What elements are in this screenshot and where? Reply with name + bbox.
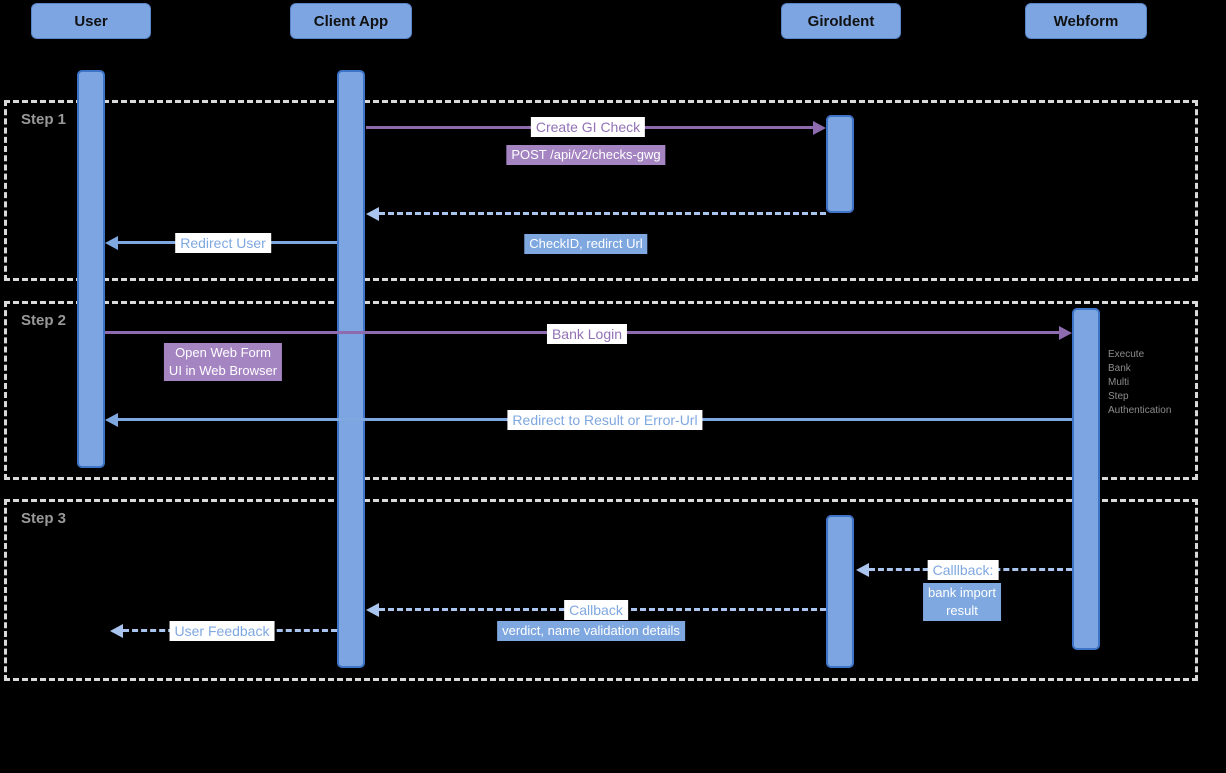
create-gi-check-label: Create GI Check (530, 117, 646, 137)
redirect-result-label: Redirect to Result or Error-Url (507, 410, 703, 430)
webform-callback-detail: bank import result (923, 583, 1001, 621)
actor-giroident: GiroIdent (781, 3, 901, 39)
bank-login-label: Bank Login (546, 324, 628, 344)
bank-login-arrowhead-icon (1059, 326, 1072, 340)
giroident-callback-arrowhead-icon (366, 603, 379, 617)
actor-user: User (31, 3, 151, 39)
checkid-return-detail: CheckID, redirct Url (524, 234, 648, 254)
webform-authentication-note: Execute Bank Multi Step Authentication (1108, 349, 1172, 416)
create-gi-check-detail: POST /api/v2/checks-gwg (506, 145, 666, 165)
giroident-callback-label: Callback (564, 600, 628, 620)
step3-label: Step 3 (21, 510, 67, 527)
redirect-result-arrowhead-icon (105, 413, 118, 427)
step1-frame: Step 1 (4, 100, 1198, 281)
user-activation-bar (77, 70, 105, 468)
actor-webform: Webform (1025, 3, 1147, 39)
redirect-user-arrowhead-icon (105, 236, 118, 250)
giroident-callback-detail: verdict, name validation details (497, 621, 685, 641)
giroident-activation-bar-step1 (826, 115, 854, 213)
webform-callback-arrowhead-icon (856, 563, 869, 577)
actor-webform-label: Webform (1053, 12, 1119, 30)
actor-client-app: Client App (290, 3, 412, 39)
create-gi-check-arrowhead-icon (813, 121, 826, 135)
webform-callback-label: Calllback: (927, 560, 999, 580)
user-feedback-label: User Feedback (169, 621, 275, 641)
redirect-user-label: Redirect User (175, 233, 271, 253)
step3-frame: Step 3 (4, 499, 1198, 681)
webform-activation-bar (1072, 308, 1100, 650)
checkid-return-arrow-line (379, 212, 826, 215)
giroident-activation-bar-step3 (826, 515, 854, 668)
step2-label: Step 2 (21, 312, 67, 329)
checkid-return-arrowhead-icon (366, 207, 379, 221)
step1-label: Step 1 (21, 111, 67, 128)
step2-frame: Step 2 (4, 301, 1198, 480)
bank-login-detail: Open Web Form UI in Web Browser (163, 343, 283, 381)
actor-giroident-label: GiroIdent (807, 12, 875, 30)
actor-user-label: User (74, 12, 108, 30)
actor-client-app-label: Client App (313, 12, 389, 30)
user-feedback-arrowhead-icon (110, 624, 123, 638)
client-app-activation-bar (337, 70, 365, 668)
